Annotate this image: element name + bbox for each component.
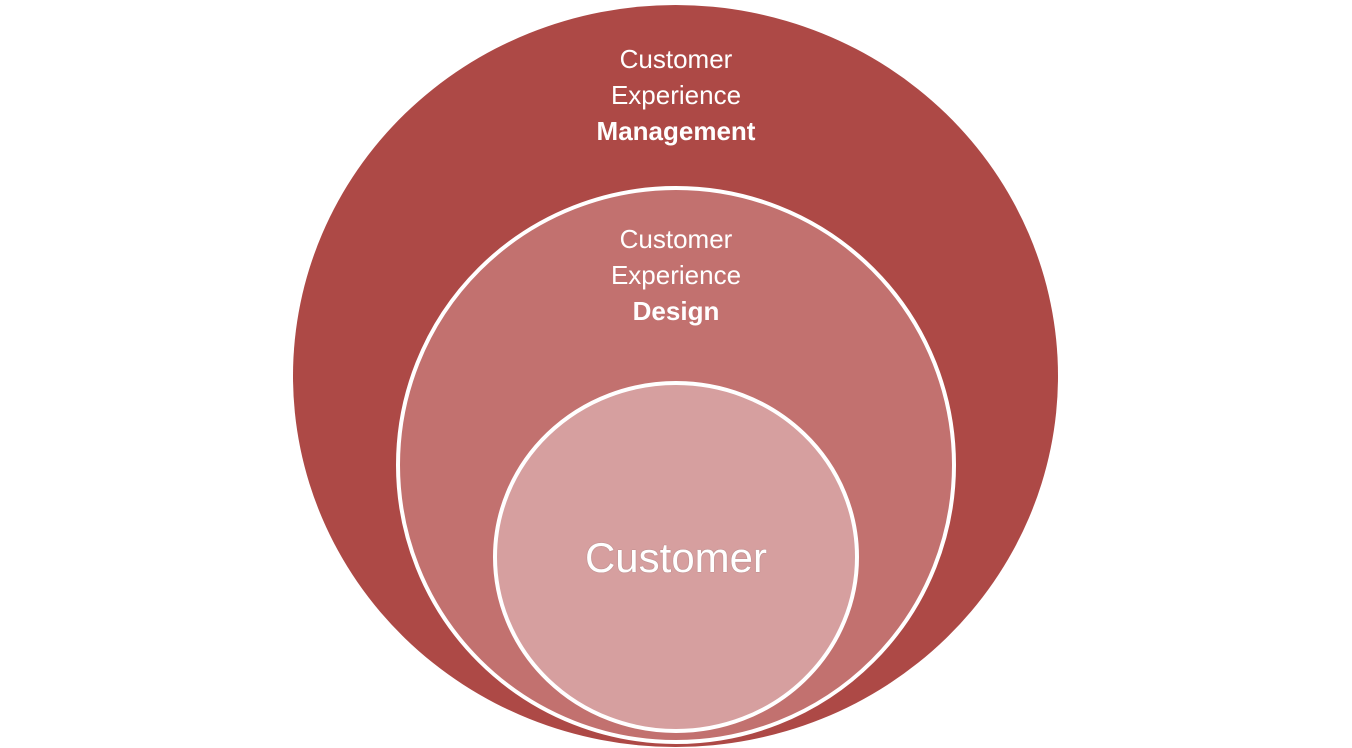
outer-label-emphasis: Management: [596, 116, 756, 146]
inner-label-title: Customer: [584, 534, 768, 581]
middle-label-line-2: Experience: [610, 260, 742, 290]
middle-circle-label: Customer Experience Design: [0, 221, 1352, 329]
outer-label-line-1: Customer: [619, 44, 733, 74]
middle-label-line-1: Customer: [619, 224, 733, 254]
inner-circle-customer: [493, 381, 859, 733]
outer-circle-label: Customer Experience Management: [0, 41, 1352, 149]
inner-circle-label: Customer: [0, 530, 1352, 586]
outer-label-line-2: Experience: [610, 80, 742, 110]
middle-label-emphasis: Design: [632, 296, 720, 326]
